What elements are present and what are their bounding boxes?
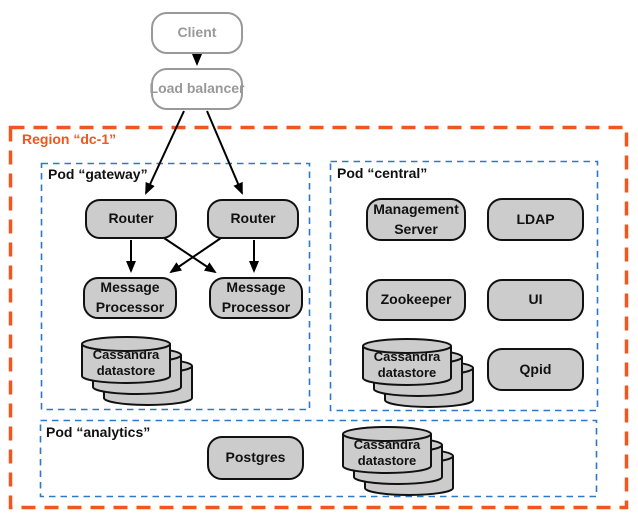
region-dc1-border: [8, 125, 629, 510]
node-ui: UI: [487, 279, 584, 321]
pod-analytics-label: Pod “analytics”: [46, 424, 151, 440]
node-zookeeper: Zookeeper: [366, 279, 466, 321]
pod-central-border: [329, 160, 599, 412]
cassandra-datastore-central-label: Cassandra datastore: [373, 349, 441, 381]
node-management-server: Management Server: [366, 198, 466, 241]
node-ldap: LDAP: [487, 198, 584, 241]
node-client: Client: [151, 12, 243, 54]
cylinder-front: [342, 434, 432, 474]
cassandra-datastore-gateway-label: Cassandra datastore: [92, 347, 160, 379]
cylinder-front: [81, 344, 171, 384]
cassandra-stack-analytics: [342, 426, 454, 496]
cylinder-front: [362, 346, 452, 386]
node-router-1: Router: [85, 199, 177, 239]
cassandra-stack-central: [362, 338, 474, 408]
node-qpid: Qpid: [487, 348, 584, 391]
cylinder-front-top: [362, 338, 452, 354]
node-postgres: Postgres: [207, 436, 304, 480]
node-message-processor-1: Message Processor: [83, 277, 177, 319]
pod-gateway-border: [40, 162, 311, 411]
node-message-processor-2: Message Processor: [209, 277, 303, 319]
arrows-group: [126, 54, 259, 274]
arrow-loadbalancer-to-router2: [206, 110, 243, 195]
arrow-router1-to-mp2: [163, 237, 217, 274]
pod-gateway-label: Pod “gateway”: [48, 166, 148, 182]
arrow-router2-to-mp1: [169, 237, 222, 274]
pod-analytics-border: [39, 419, 598, 498]
pod-central-label: Pod “central”: [337, 165, 428, 181]
cylinder-front-top: [81, 336, 171, 352]
node-router-2: Router: [207, 199, 299, 239]
cylinder-front-top: [342, 426, 432, 442]
node-load-balancer: Load balancer: [150, 68, 244, 110]
region-dc1-label: Region “dc-1”: [22, 131, 117, 147]
cassandra-stack-gateway: [81, 336, 193, 406]
cassandra-datastore-analytics-label: Cassandra datastore: [353, 437, 421, 469]
arrow-loadbalancer-to-router1: [145, 110, 185, 195]
